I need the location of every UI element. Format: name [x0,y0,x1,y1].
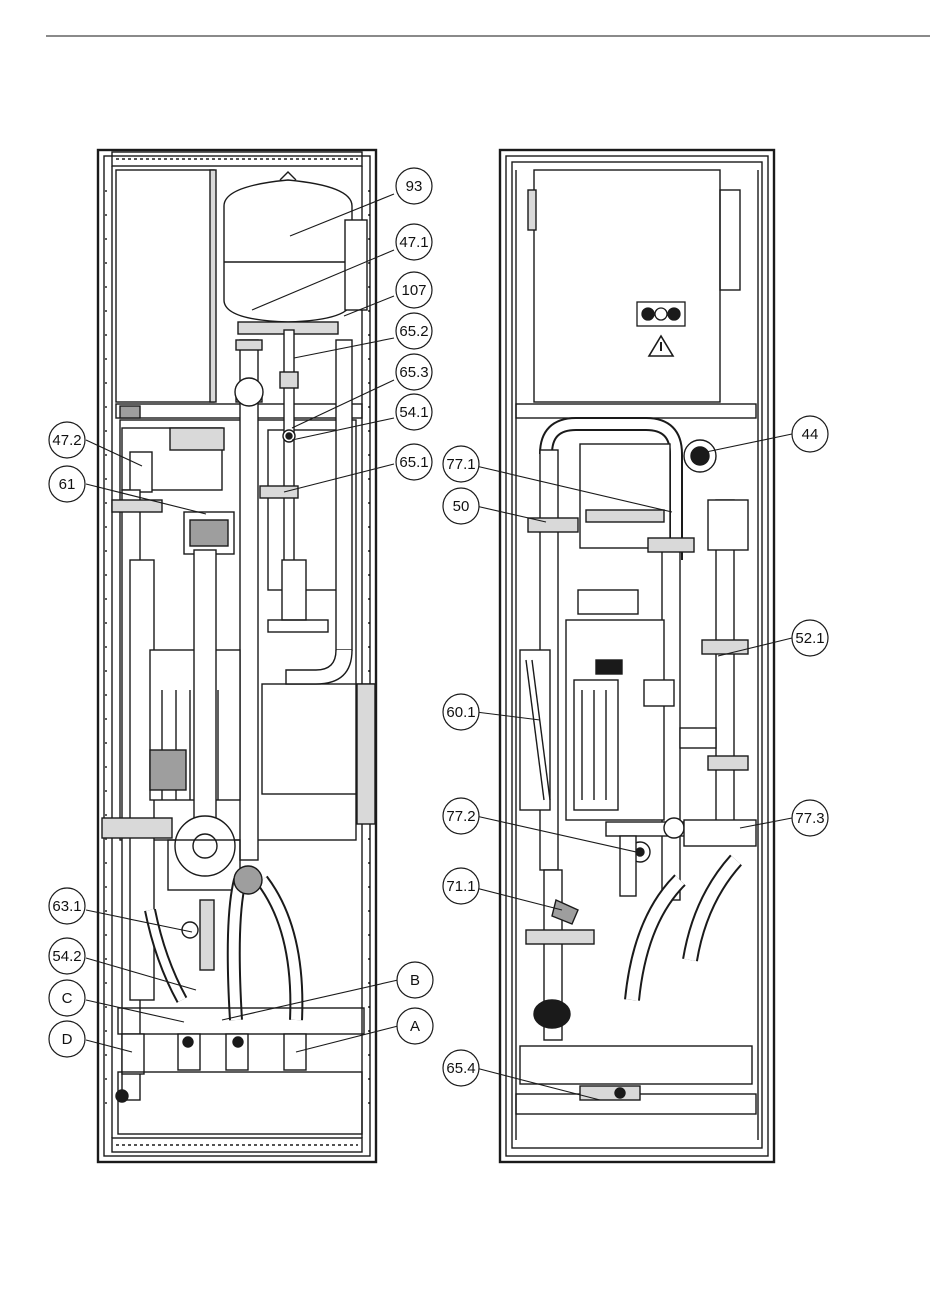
callout-60-1: 60.1 [443,694,479,730]
callout-63-1: 63.1 [49,888,85,924]
callout-77-3: 77.3 [792,800,828,836]
callout-52-1-label: 52.1 [795,630,824,647]
right-control-box [534,170,720,402]
callout-47-2: 47.2 [49,422,85,458]
callout-77-1: 77.1 [443,446,479,482]
callout-54-2: 54.2 [49,938,85,974]
callout-63-1-label: 63.1 [52,898,81,915]
callout-71-1-label: 71.1 [446,878,475,895]
left-control-box [116,170,214,402]
terminal-block-icon [637,302,685,326]
callout-C: C [49,980,85,1016]
callout-107: 107 [396,272,432,308]
callout-B: B [397,962,433,998]
callout-93-label: 93 [406,178,423,195]
callout-D-label: D [62,1031,73,1048]
callout-65-4-label: 65.4 [446,1060,475,1077]
callout-77-2-label: 77.2 [446,808,475,825]
callout-77-1-label: 77.1 [446,456,475,473]
callout-93: 93 [396,168,432,204]
callout-C-label: C [62,990,73,1007]
callout-61-label: 61 [59,476,76,493]
callout-61: 61 [49,466,85,502]
left-unit-front-view [98,150,376,1162]
callout-47-1-label: 47.1 [399,234,428,251]
callout-65-1-label: 65.1 [399,454,428,471]
left-main-pipe [240,340,258,860]
callout-50-label: 50 [453,498,470,515]
callout-50: 50 [443,488,479,524]
callout-65-2-label: 65.2 [399,323,428,340]
callout-60-1-label: 60.1 [446,704,475,721]
leader-lines [86,194,792,1100]
callout-A: A [397,1008,433,1044]
callout-65-2: 65.2 [396,313,432,349]
callout-77-3-label: 77.3 [795,810,824,827]
callout-65-4: 65.4 [443,1050,479,1086]
callout-44: 44 [792,416,828,452]
callout-54-1-label: 54.1 [399,404,428,421]
callout-47-2-label: 47.2 [52,432,81,449]
warning-triangle-icon [649,336,673,356]
expansion-vessel [224,180,352,322]
callout-54-1: 54.1 [396,394,432,430]
callout-65-3-label: 65.3 [399,364,428,381]
callout-54-2-label: 54.2 [52,948,81,965]
callout-52-1: 52.1 [792,620,828,656]
callout-107-label: 107 [401,282,426,299]
callout-B-label: B [410,972,420,989]
callout-47-1: 47.1 [396,224,432,260]
callout-44-label: 44 [802,426,819,443]
callout-D: D [49,1021,85,1057]
callout-A-label: A [410,1018,420,1035]
callout-65-3: 65.3 [396,354,432,390]
callout-65-1: 65.1 [396,444,432,480]
callout-77-2: 77.2 [443,798,479,834]
callout-71-1: 71.1 [443,868,479,904]
